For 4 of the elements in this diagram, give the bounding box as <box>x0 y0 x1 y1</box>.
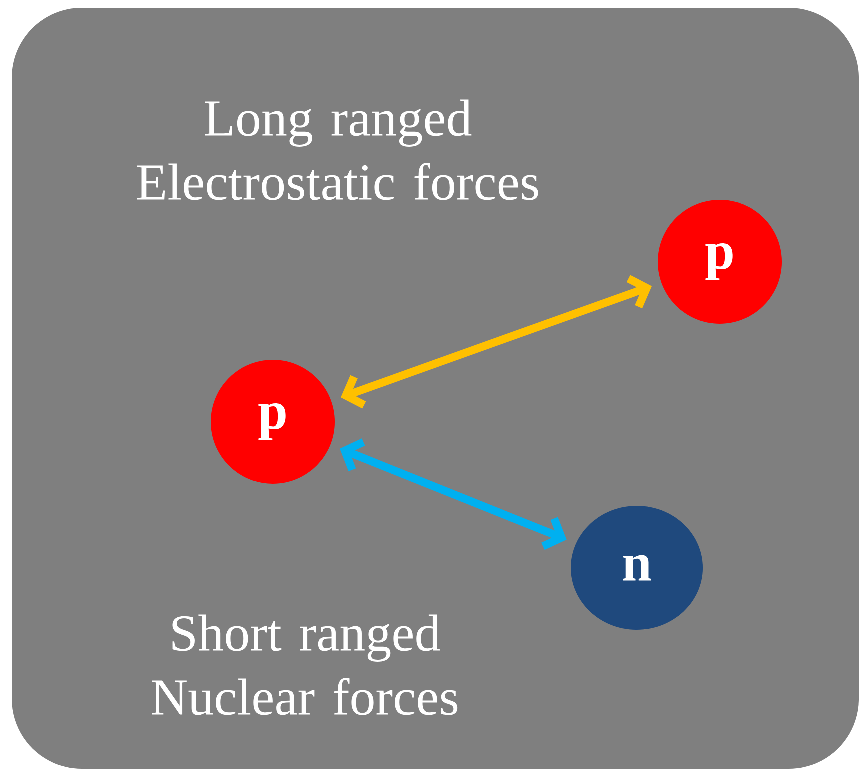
double-arrow <box>340 275 652 409</box>
caption-text: Long ranged Electrostatic forces <box>137 100 538 200</box>
double-arrow <box>340 438 567 550</box>
caption-text: Short ranged Nuclear forces <box>152 614 458 716</box>
